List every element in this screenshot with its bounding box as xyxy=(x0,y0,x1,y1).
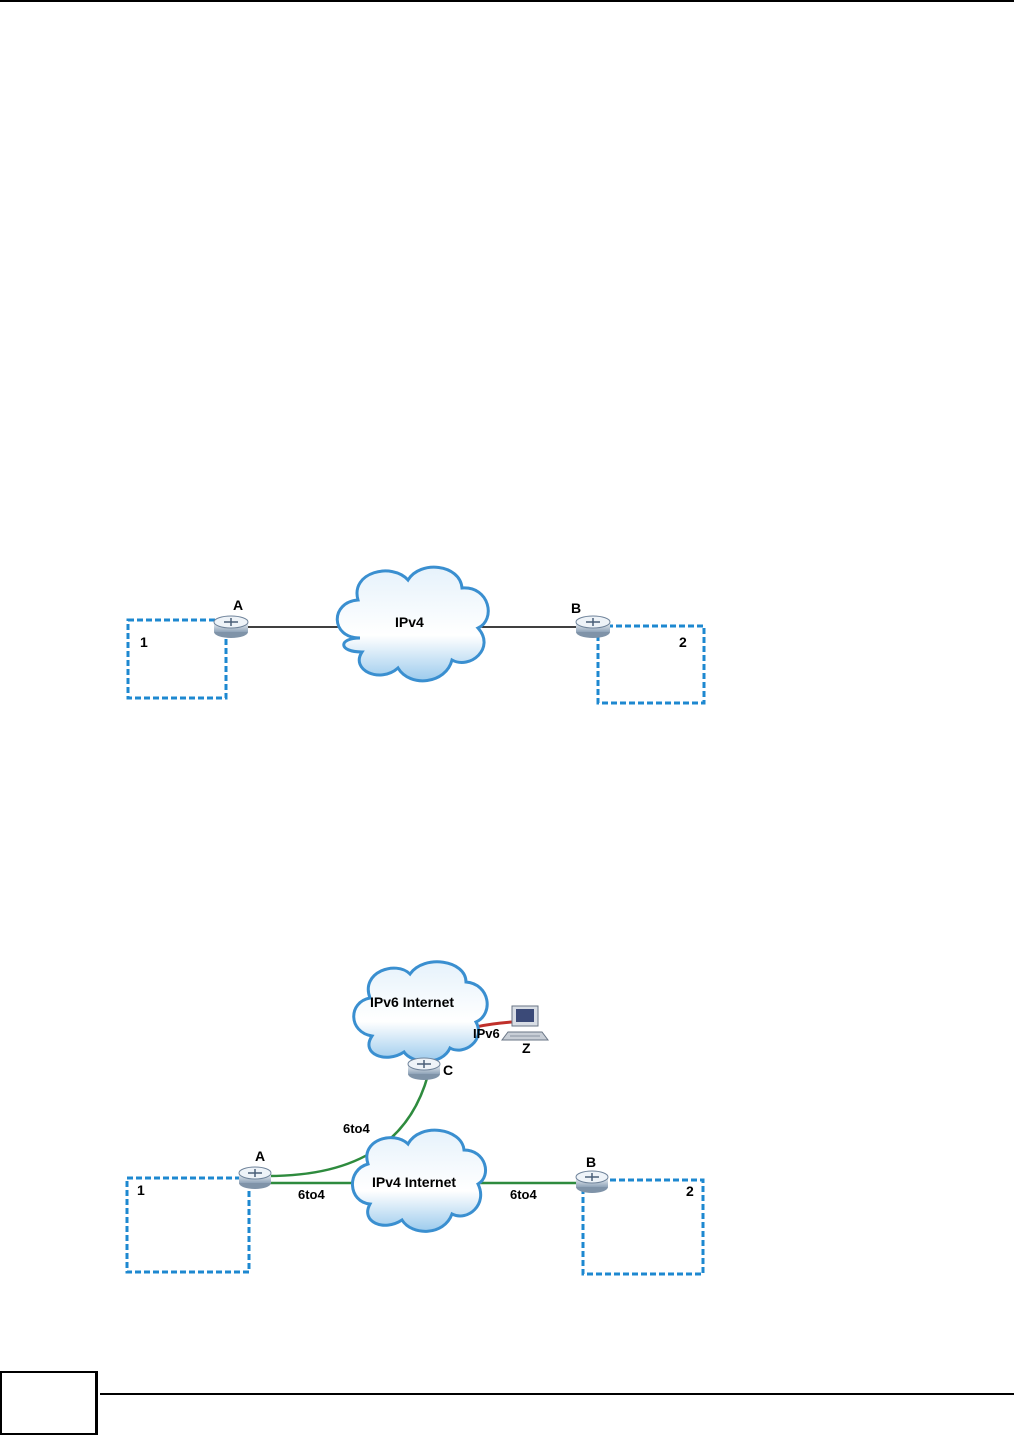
router-c-icon xyxy=(408,1058,440,1080)
computer-label: Z xyxy=(522,1040,531,1056)
network-1-box xyxy=(127,1178,249,1272)
link-ipv4-b-label: 6to4 xyxy=(510,1187,538,1202)
ipv4-cloud-label: IPv4 xyxy=(395,614,424,630)
link-a-ipv4-label: 6to4 xyxy=(298,1187,326,1202)
header-rule xyxy=(0,0,1014,2)
ipv6-cloud-icon xyxy=(354,962,487,1061)
link-ipv6-label: IPv6 xyxy=(473,1026,500,1041)
network-1-label: 1 xyxy=(137,1182,145,1198)
router-b-icon xyxy=(576,616,610,638)
router-b-label: B xyxy=(571,600,581,616)
network-2-label: 2 xyxy=(679,634,687,650)
router-b-label: B xyxy=(586,1154,596,1170)
router-b-icon xyxy=(576,1171,608,1193)
network-2-box xyxy=(598,626,704,703)
6to4-tunnel-diagram: 1 2 IPv6 Internet IPv4 Internet C A B xyxy=(0,940,1021,1285)
network-1-box xyxy=(128,620,226,698)
router-c-label: C xyxy=(443,1062,453,1078)
ipv6-cloud-label: IPv6 Internet xyxy=(370,994,454,1010)
link-a-c-label: 6to4 xyxy=(343,1121,371,1136)
network-2-box xyxy=(583,1180,703,1274)
router-a-label: A xyxy=(233,597,243,613)
network-1-label: 1 xyxy=(140,634,148,650)
ipv4-network-diagram: 1 2 IPv4 A B xyxy=(0,560,1021,720)
footer-rule xyxy=(100,1393,1014,1395)
router-a-icon xyxy=(214,616,248,638)
ipv4-cloud-label: IPv4 Internet xyxy=(372,1174,456,1190)
page-number-box xyxy=(0,1371,98,1435)
network-2-label: 2 xyxy=(686,1183,694,1199)
router-a-label: A xyxy=(255,1148,265,1164)
router-a-icon xyxy=(239,1167,271,1189)
